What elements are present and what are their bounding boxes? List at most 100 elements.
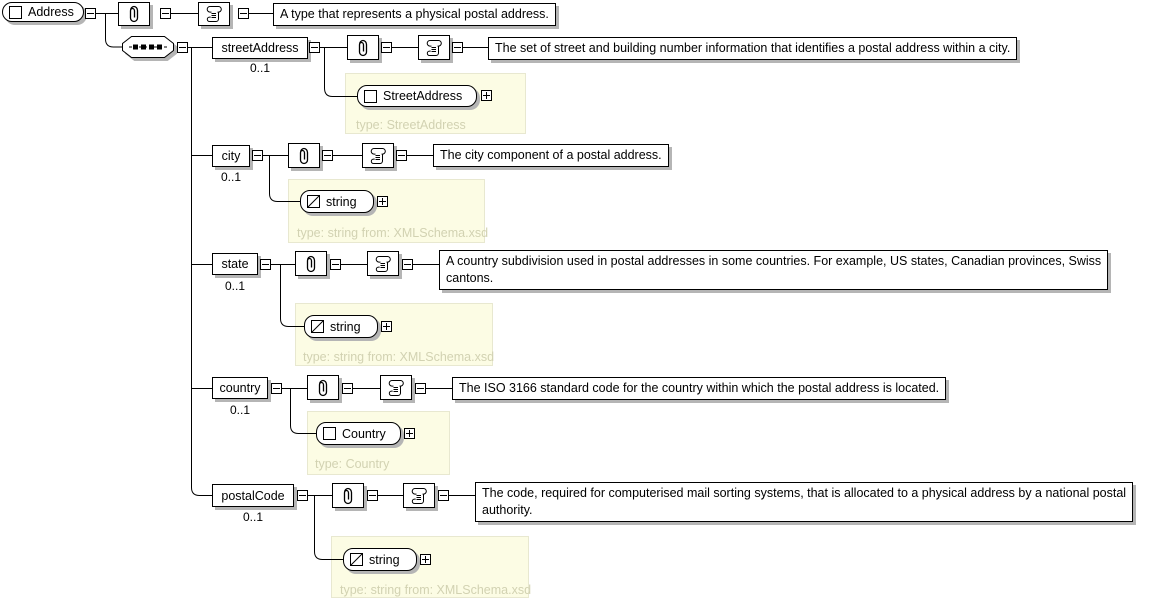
element-label: state xyxy=(221,257,249,271)
address-annotation-iconbox xyxy=(118,2,150,26)
element-box-country[interactable]: country xyxy=(212,377,268,399)
type-box-postalcode[interactable]: string xyxy=(343,548,417,571)
documentation-scroll-icon xyxy=(388,379,404,396)
country-expand-toggle[interactable] xyxy=(271,383,282,394)
city-documentation-iconbox xyxy=(362,143,394,168)
annotation-paperclip-icon xyxy=(306,255,316,272)
occurrence-label-country: 0..1 xyxy=(229,403,250,417)
complex-type-icon xyxy=(9,5,22,19)
type-label: StreetAddress xyxy=(383,89,463,103)
type-caption-city: type: string from: XMLSchema.xsd xyxy=(297,226,489,240)
occurrence-label-postalcode: 0..1 xyxy=(242,510,263,524)
annotation-paperclip-icon xyxy=(343,487,353,504)
country-documentation-iconbox xyxy=(380,375,412,400)
documentation-scroll-icon xyxy=(375,255,391,272)
type-caption-state: type: string from: XMLSchema.xsd xyxy=(303,350,495,364)
annotation-paperclip-icon xyxy=(358,39,368,56)
sequence-compositor-icon[interactable] xyxy=(122,36,174,58)
annotation-line: cantons. xyxy=(446,271,494,285)
postalcode-type-expand-toggle[interactable] xyxy=(420,554,431,565)
annotation-paperclip-icon xyxy=(299,147,309,164)
annotation-line: authority. xyxy=(482,503,533,517)
element-box-streetaddress[interactable]: streetAddress xyxy=(212,37,308,59)
simple-type-icon xyxy=(307,195,320,208)
annotation-line: The set of street and building number in… xyxy=(495,41,1011,55)
address-annotation-toggle[interactable] xyxy=(160,8,171,19)
address-expand-toggle[interactable] xyxy=(85,8,96,19)
address-annotation-text[interactable]: A type that represents a physical postal… xyxy=(273,3,556,26)
state-expand-toggle[interactable] xyxy=(260,259,271,270)
country-annotation-iconbox xyxy=(307,375,339,400)
complex-type-icon xyxy=(323,427,336,440)
city-annotation-iconbox xyxy=(288,143,320,168)
simple-type-icon xyxy=(350,553,363,566)
country-annotation-text[interactable]: The ISO 3166 standard code for the count… xyxy=(452,377,947,400)
streetaddress-type-expand-toggle[interactable] xyxy=(481,90,492,101)
annotation-line: A country subdivision used in postal add… xyxy=(446,254,1102,268)
streetaddress-documentation-iconbox xyxy=(418,35,450,60)
state-annotation-iconbox xyxy=(295,251,327,276)
element-box-postalcode[interactable]: postalCode xyxy=(212,484,294,507)
country-annotation-toggle[interactable] xyxy=(342,383,353,394)
root-type-box-address[interactable]: Address xyxy=(2,2,84,22)
type-label: string xyxy=(369,552,400,567)
root-type-label: Address xyxy=(28,5,74,19)
state-type-expand-toggle[interactable] xyxy=(381,321,392,332)
element-label: country xyxy=(219,381,261,395)
documentation-scroll-icon xyxy=(206,6,222,22)
city-annotation-text[interactable]: The city component of a postal address. xyxy=(433,144,669,167)
type-caption-postalcode: type: string from: XMLSchema.xsd xyxy=(340,583,532,597)
streetaddress-expand-toggle[interactable] xyxy=(309,42,320,53)
state-documentation-toggle[interactable] xyxy=(402,259,413,270)
streetaddress-annotation-iconbox xyxy=(347,35,379,60)
documentation-scroll-icon xyxy=(411,487,427,504)
address-documentation-toggle[interactable] xyxy=(238,8,249,19)
annotation-paperclip-icon xyxy=(318,379,328,396)
element-box-city[interactable]: city xyxy=(212,145,250,167)
occurrence-label-state: 0..1 xyxy=(224,279,245,293)
type-box-streetaddress[interactable]: StreetAddress xyxy=(357,85,477,107)
postalcode-annotation-toggle[interactable] xyxy=(367,490,378,501)
documentation-scroll-icon xyxy=(426,39,442,56)
city-documentation-toggle[interactable] xyxy=(396,150,407,161)
annotation-paperclip-icon xyxy=(129,5,139,23)
type-label: string xyxy=(326,194,357,209)
streetaddress-documentation-toggle[interactable] xyxy=(452,42,463,53)
city-expand-toggle[interactable] xyxy=(252,150,263,161)
annotation-line: The ISO 3166 standard code for the count… xyxy=(459,381,940,395)
postalcode-annotation-text[interactable]: The code, required for computerised mail… xyxy=(475,482,1134,522)
type-caption-country: type: Country xyxy=(315,457,390,471)
postalcode-expand-toggle[interactable] xyxy=(297,490,308,501)
city-type-expand-toggle[interactable] xyxy=(377,196,388,207)
element-label: city xyxy=(221,149,241,163)
streetaddress-annotation-text[interactable]: The set of street and building number in… xyxy=(488,37,1018,60)
annotation-line: The city component of a postal address. xyxy=(440,148,662,162)
type-label: Country xyxy=(342,426,386,441)
sequence-expand-toggle[interactable] xyxy=(177,42,188,53)
annotation-line: A type that represents a physical postal… xyxy=(280,7,549,21)
type-box-country[interactable]: Country xyxy=(316,422,401,445)
documentation-scroll-icon xyxy=(370,147,386,164)
state-annotation-toggle[interactable] xyxy=(330,259,341,270)
type-box-state[interactable]: string xyxy=(304,315,378,338)
occurrence-label-streetaddress: 0..1 xyxy=(249,61,270,75)
type-box-city[interactable]: string xyxy=(300,190,374,213)
streetaddress-annotation-toggle[interactable] xyxy=(381,42,392,53)
type-label: string xyxy=(330,319,361,334)
simple-type-icon xyxy=(311,320,324,333)
country-documentation-toggle[interactable] xyxy=(415,383,426,394)
country-type-expand-toggle[interactable] xyxy=(404,428,415,439)
postalcode-documentation-toggle[interactable] xyxy=(438,490,449,501)
occurrence-label-city: 0..1 xyxy=(220,170,241,184)
state-annotation-text[interactable]: A country subdivision used in postal add… xyxy=(439,250,1109,290)
type-caption-streetaddress: type: StreetAddress xyxy=(356,118,466,132)
postalcode-annotation-iconbox xyxy=(332,483,364,508)
element-box-state[interactable]: state xyxy=(212,253,258,275)
city-annotation-toggle[interactable] xyxy=(322,150,333,161)
state-documentation-iconbox xyxy=(367,251,399,276)
element-label: streetAddress xyxy=(221,41,299,55)
annotation-line: The code, required for computerised mail… xyxy=(482,486,1127,500)
postalcode-documentation-iconbox xyxy=(403,483,435,508)
